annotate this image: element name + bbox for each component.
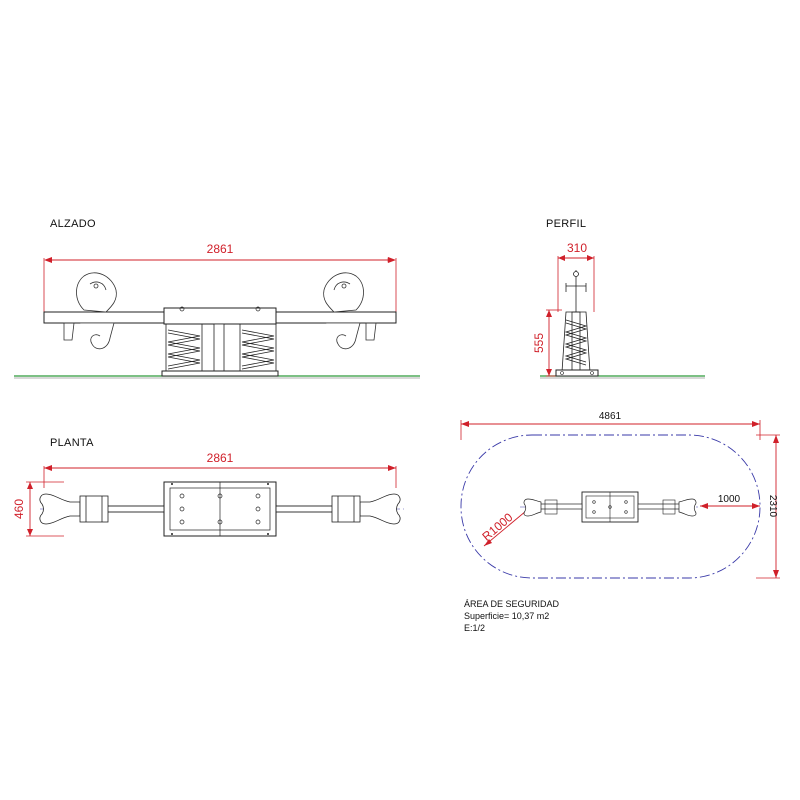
elevation-length-dimension: 2861: [207, 242, 234, 256]
safety-area-title: ÁREA DE SEGURIDAD: [464, 599, 560, 609]
plan-width-dimension: 460: [12, 499, 26, 519]
profile-spring: [561, 311, 591, 373]
safety-radius-dimension: R1000: [479, 510, 515, 544]
elevation-right-spring: [239, 323, 277, 373]
elevation-view: 2861: [14, 242, 420, 379]
elevation-title: ALZADO: [50, 218, 96, 230]
elevation-right-seahorse: [323, 272, 377, 350]
profile-height-dimension: 555: [532, 333, 546, 353]
profile-width-dimension: 310: [567, 241, 587, 255]
safety-width-dimension: 2310: [767, 495, 778, 518]
profile-view: 310 555: [532, 241, 705, 379]
safety-area-surface: Superficie= 10,37 m2: [464, 611, 550, 621]
safety-length-dimension: 4861: [599, 411, 622, 422]
elevation-center-post: [213, 323, 225, 373]
safety-area-outline: [460, 434, 761, 579]
safety-offset-dimension: 1000: [718, 494, 741, 505]
safety-area-scale: E:1/2: [464, 623, 486, 633]
elevation-left-seahorse: [63, 272, 117, 350]
plan-left-seat: [39, 493, 109, 525]
elevation-base-plate: [161, 370, 279, 377]
plan-length-dimension: 2861: [207, 451, 234, 465]
profile-title: PERFIL: [546, 218, 587, 230]
safety-area-view: 4861 2310 1000 R1000: [460, 411, 780, 579]
profile-base-plate: [555, 369, 599, 377]
profile-handle: [565, 270, 587, 312]
safety-mini-left-seat: [523, 498, 542, 517]
plan-title: PLANTA: [50, 437, 94, 449]
plan-view: 2861 460: [12, 451, 404, 537]
safety-mini-right-seat: [678, 498, 697, 517]
plan-right-seat: [331, 493, 401, 525]
safety-area-notes: ÁREA DE SEGURIDAD Superficie= 10,37 m2 E…: [464, 598, 559, 634]
elevation-left-spring: [165, 323, 203, 373]
